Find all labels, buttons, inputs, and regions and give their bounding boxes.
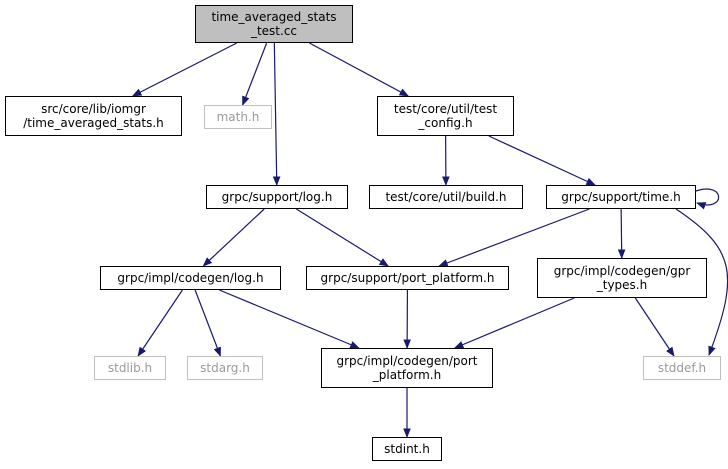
node-label: stdint.h <box>384 442 430 456</box>
edge-gpr_types-to-codegen_pp <box>453 297 575 349</box>
node-grpc-codegen-gpr-types-h[interactable]: grpc/impl/codegen/gpr _types.h <box>537 258 707 298</box>
node-stdlib-h[interactable]: stdlib.h <box>94 356 166 380</box>
edge-support_time-to-gpr_types <box>617 208 626 259</box>
node-label: grpc/impl/codegen/port _platform.h <box>336 354 478 382</box>
node-grpc-support-port-platform-h[interactable]: grpc/support/port_platform.h <box>306 266 509 290</box>
node-label: stdlib.h <box>107 361 153 375</box>
node-label: src/core/lib/iomgr /time_averaged_stats.… <box>23 102 164 130</box>
node-label: grpc/support/port_platform.h <box>320 271 495 285</box>
edge-codegen_log-to-codegen_pp <box>219 289 360 349</box>
node-grpc-support-time-h[interactable]: grpc/support/time.h <box>546 185 696 209</box>
node-label: test/core/util/build.h <box>385 190 507 204</box>
node-label: grpc/support/log.h <box>221 190 333 204</box>
edge-support_time-to-stddef <box>675 208 728 356</box>
node-label: math.h <box>216 110 260 124</box>
edge-root-to-test_config <box>309 42 410 97</box>
edge-codegen_log-to-stdlib <box>137 289 183 357</box>
edge-support_time-to-support_time <box>695 188 720 210</box>
edge-codegen_log-to-stdarg <box>194 289 221 357</box>
edge-support_log-to-codegen_log <box>202 208 265 267</box>
edge-test_config-to-support_time <box>488 135 596 186</box>
node-label: grpc/impl/codegen/log.h <box>117 271 264 285</box>
node-grpc-support-log-h[interactable]: grpc/support/log.h <box>206 185 348 209</box>
node-label: stddef.h <box>657 361 707 375</box>
edge-gpr_types-to-stddef <box>634 297 675 357</box>
edge-root-to-support_log <box>272 42 281 186</box>
node-stdarg-h[interactable]: stdarg.h <box>187 356 263 380</box>
node-label: grpc/impl/codegen/gpr _types.h <box>553 264 691 292</box>
node-grpc-codegen-log-h[interactable]: grpc/impl/codegen/log.h <box>100 266 281 290</box>
node-test-util-build-h[interactable]: test/core/util/build.h <box>369 185 523 209</box>
node-stddef-h[interactable]: stddef.h <box>643 356 721 380</box>
node-label: grpc/support/time.h <box>561 190 681 204</box>
node-label: time_averaged_stats _test.cc <box>211 10 337 38</box>
node-test-config-h[interactable]: test/core/util/test _config.h <box>377 96 514 136</box>
node-stdint-h[interactable]: stdint.h <box>372 437 442 461</box>
edge-support_time-to-support_pp <box>438 208 590 267</box>
node-iomgr-time-averaged-stats-h[interactable]: src/core/lib/iomgr /time_averaged_stats.… <box>5 96 182 136</box>
edge-root-to-iomgr_tas <box>131 42 237 97</box>
edge-support_log-to-support_pp <box>296 208 389 267</box>
node-label: test/core/util/test _config.h <box>393 102 498 130</box>
node-math-h[interactable]: math.h <box>204 105 272 129</box>
edge-root-to-math <box>242 42 268 106</box>
node-label: stdarg.h <box>200 361 250 375</box>
node-grpc-codegen-port-platform-h[interactable]: grpc/impl/codegen/port _platform.h <box>321 348 493 388</box>
node-time-averaged-stats-test-cc[interactable]: time_averaged_stats _test.cc <box>195 5 353 43</box>
